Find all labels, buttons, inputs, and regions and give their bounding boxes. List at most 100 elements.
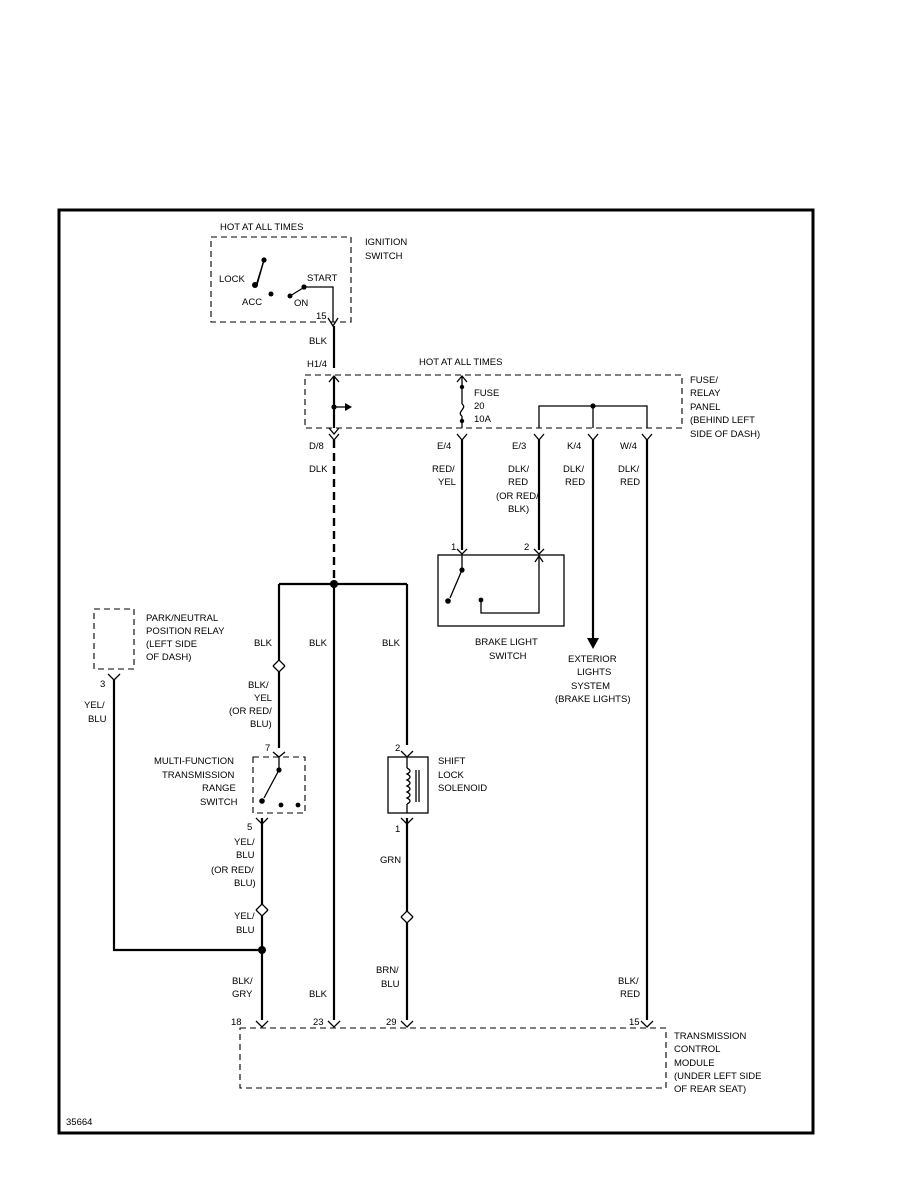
- wire-mfs-in-1: BLK/: [248, 680, 269, 691]
- mfs-name-2: TRANSMISSION: [162, 770, 234, 781]
- solenoid-name-2: LOCK: [438, 770, 465, 781]
- fuse-panel-name-2: RELAY: [690, 388, 721, 399]
- wire-blk-left: BLK: [254, 638, 273, 649]
- tcm-pin-29: 29: [386, 1017, 397, 1028]
- fuse-amps: 20: [474, 401, 485, 412]
- pn-relay-name-2: POSITION RELAY: [146, 626, 225, 637]
- park-neutral-relay: PARK/NEUTRAL POSITION RELAY (LEFT SIDE O…: [93, 608, 225, 690]
- exterior-lights-4: (BRAKE LIGHTS): [555, 694, 631, 705]
- connector-w4: W/4: [620, 441, 637, 452]
- fuse-relay-panel: HOT AT ALL TIMES FUSE/ RELAY PANEL (BEHI…: [304, 357, 760, 440]
- tcm-name-1: TRANSMISSION: [674, 1031, 746, 1042]
- pn-relay-pin: 3: [100, 679, 105, 690]
- connector-d8: D/8: [309, 441, 324, 452]
- wire-w4-color-2: RED: [620, 477, 640, 488]
- wire-k4-color-2: RED: [565, 477, 585, 488]
- fuse-panel-name-5: SIDE OF DASH): [690, 429, 760, 440]
- wire-tcm29-2: BLU: [381, 979, 400, 990]
- pn-relay-name-3: (LEFT SIDE: [146, 639, 197, 650]
- wire-w4-color-1: DLK/: [618, 464, 639, 475]
- ignition-switch: HOT AT ALL TIMES IGNITION SWITCH LOCK AC…: [210, 222, 407, 328]
- wire-e3-color-1: DLK/: [508, 464, 529, 475]
- tcm-name-5: OF REAR SEAT): [674, 1084, 746, 1095]
- wire-mfs-out-2: BLU: [236, 850, 255, 861]
- connector-k4: K/4: [567, 441, 581, 452]
- wire-e4-color-2: YEL: [438, 477, 456, 488]
- tcm-name-2: CONTROL: [674, 1044, 720, 1055]
- mfs-name-4: SWITCH: [200, 797, 238, 808]
- connector-e3: E/3: [512, 441, 526, 452]
- brake-pin1: 1: [451, 542, 456, 553]
- wire-top-color: BLK: [309, 336, 328, 347]
- ignition-pin-label: 15: [316, 311, 327, 322]
- wire-blk-mid: BLK: [309, 638, 328, 649]
- exterior-lights-1: EXTERIOR: [568, 654, 617, 665]
- ignition-start-label: START: [307, 273, 337, 284]
- wire-mfs-in-3: (OR RED/: [229, 706, 272, 717]
- wire-relay-out-1: YEL/: [84, 700, 105, 711]
- tcm-pin-23: 23: [313, 1017, 324, 1028]
- ignition-name-line1: IGNITION: [365, 237, 407, 248]
- fuse-panel-hot-label: HOT AT ALL TIMES: [419, 357, 502, 368]
- pn-relay-name-4: OF DASH): [146, 652, 191, 663]
- diagram-frame: [57, 208, 815, 1135]
- connector-e4: E/4: [437, 441, 451, 452]
- wire-tcm15-2: RED: [620, 989, 640, 1000]
- tcm-pin-15: 15: [629, 1017, 640, 1028]
- wire-d8-color: DLK: [309, 464, 328, 475]
- wire-e4-color-1: RED/: [432, 464, 455, 475]
- wire-mfs-out-3: (OR RED/: [211, 865, 254, 876]
- ignition-acc-label: ACC: [242, 297, 262, 308]
- fuse-panel-name-1: FUSE/: [690, 375, 718, 386]
- ignition-lock-label: LOCK: [219, 274, 246, 285]
- wire-blk-right: BLK: [382, 638, 401, 649]
- exterior-lights-2: LIGHTS: [577, 667, 611, 678]
- wire-mfs-out2-2: BLU: [236, 925, 255, 936]
- wire-top-connector: H1/4: [307, 359, 327, 370]
- fuse-panel-name-3: PANEL: [690, 402, 720, 413]
- mfs-name-3: RANGE: [202, 783, 236, 794]
- exterior-lights-3: SYSTEM: [571, 681, 610, 692]
- solenoid-name-3: SOLENOID: [438, 783, 487, 794]
- tcm-name-4: (UNDER LEFT SIDE: [674, 1071, 761, 1082]
- mfs-pin-in: 7: [265, 743, 270, 754]
- shift-lock-solenoid: 2 SHIFT LOCK SOLENOID 1: [387, 743, 487, 835]
- wire-mfs-out-1: YEL/: [234, 837, 255, 848]
- brake-switch-name-2: SWITCH: [489, 651, 527, 662]
- wire-tcm18-2: GRY: [232, 989, 253, 1000]
- wire-relay-out-2: BLU: [88, 714, 107, 725]
- ignition-hot-label: HOT AT ALL TIMES: [220, 222, 303, 233]
- mfs-pin-out: 5: [247, 822, 252, 833]
- wire-k4-color-1: DLK/: [563, 464, 584, 475]
- ignition-on-label: ON: [294, 298, 308, 309]
- mfs-name-1: MULTI-FUNCTION: [154, 756, 234, 767]
- fuse-panel-connectors: D/8 E/4 E/3 K/4 W/4: [309, 433, 653, 452]
- brake-light-switch: 1 2 BRAKE LIGHT SWITCH: [437, 542, 565, 662]
- transmission-control-module: 18 23 29 15 TRANSMISSION CONTROL MODULE …: [231, 1017, 761, 1095]
- wire-solenoid-out: GRN: [380, 855, 401, 866]
- fuse-rating: 10A: [474, 414, 492, 425]
- pn-relay-name-1: PARK/NEUTRAL: [146, 613, 218, 624]
- fuse-panel-name-4: (BEHIND LEFT: [690, 415, 755, 426]
- fuse-label: FUSE: [474, 388, 499, 399]
- wire-tcm29-1: BRN/: [376, 965, 399, 976]
- wire-mfs-in-2: YEL: [254, 693, 272, 704]
- wire-tcm15-1: BLK/: [618, 976, 639, 987]
- solenoid-pin-out: 1: [395, 824, 400, 835]
- wire-mfs-out-4: BLU): [234, 878, 256, 889]
- wire-e3-color-2: RED: [508, 477, 528, 488]
- tcm-name-3: MODULE: [674, 1058, 715, 1069]
- ignition-name-line2: SWITCH: [365, 251, 403, 262]
- solenoid-name-1: SHIFT: [438, 756, 466, 767]
- wire-tcm23: BLK: [309, 989, 328, 1000]
- wire-mfs-out2-1: YEL/: [234, 911, 255, 922]
- solenoid-pin-in: 2: [395, 743, 400, 754]
- wire-e3-color-3: (OR RED/: [496, 491, 539, 502]
- wire-e3-color-4: BLK): [508, 504, 529, 515]
- wire-tcm18-1: BLK/: [232, 976, 253, 987]
- brake-switch-name-1: BRAKE LIGHT: [475, 637, 538, 648]
- multi-function-range-switch: 7 MULTI-FUNCTION TRANSMISSION RANGE SWIT…: [154, 743, 306, 833]
- diagram-id: 35664: [66, 1117, 92, 1128]
- brake-pin2: 2: [524, 542, 529, 553]
